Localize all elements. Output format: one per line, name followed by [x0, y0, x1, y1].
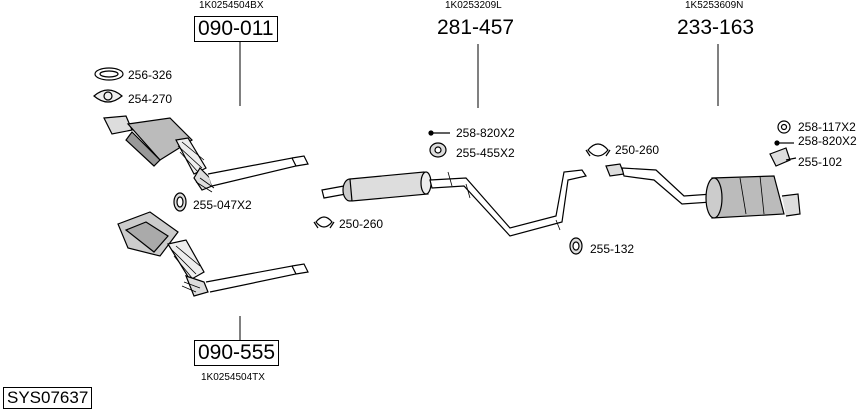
rubber-mount-icon-right — [569, 237, 583, 255]
part-label-255-455[interactable]: 255-455X2 — [456, 146, 515, 160]
rubber-mount-icon-center — [429, 142, 447, 158]
part-label-255-102[interactable]: 255-102 — [798, 155, 843, 169]
part-number-090-011[interactable]: 090-011 — [194, 16, 278, 42]
pipe-clamp-icon-left — [313, 216, 335, 229]
hanger-bracket-icon — [769, 147, 797, 167]
oem-number-281-457: 1K0253209L — [445, 0, 502, 11]
part-label-254-270[interactable]: 254-270 — [128, 92, 173, 106]
oem-number-090-011: 1K0254504BX — [199, 0, 264, 11]
oem-number-233-163: 1K5253609N — [685, 0, 744, 11]
bolt-icon-center — [428, 130, 450, 136]
washer-icon — [777, 120, 791, 134]
catalytic-converter-top — [103, 115, 309, 193]
part-label-255-047[interactable]: 255-047X2 — [193, 198, 252, 212]
part-number-233-163[interactable]: 233-163 — [677, 16, 755, 39]
part-label-258-820-right[interactable]: 258-820X2 — [798, 134, 857, 148]
center-silencer — [321, 169, 587, 237]
clamp-flange-icon — [93, 89, 123, 103]
part-label-258-117[interactable]: 258-117X2 — [798, 120, 856, 134]
part-number-281-457[interactable]: 281-457 — [437, 16, 515, 39]
pipe-clamp-icon-right — [585, 143, 611, 157]
rear-silencer — [605, 163, 801, 219]
part-label-250-260-left[interactable]: 250-260 — [339, 217, 384, 231]
rubber-mount-icon-left — [173, 192, 187, 212]
system-id-label: SYS07637 — [3, 387, 93, 409]
part-number-090-555[interactable]: 090-555 — [194, 340, 280, 366]
bolt-icon-right — [774, 140, 794, 146]
part-label-255-132[interactable]: 255-132 — [590, 242, 635, 256]
catalytic-converter-bottom — [117, 211, 309, 297]
gasket-ring-icon — [94, 67, 124, 81]
part-label-250-260-right[interactable]: 250-260 — [615, 143, 660, 157]
part-label-258-820-center[interactable]: 258-820X2 — [456, 126, 515, 140]
part-label-256-326[interactable]: 256-326 — [128, 68, 173, 82]
oem-number-090-555: 1K0254504TX — [201, 372, 265, 383]
